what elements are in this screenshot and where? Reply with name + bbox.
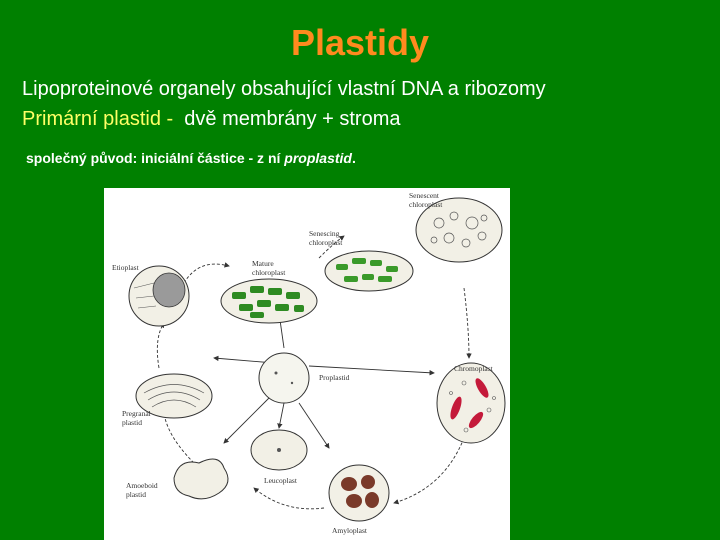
label-leucoplast: Leucoplast <box>264 476 298 485</box>
mature-chloroplast <box>220 278 318 324</box>
definition-text: Lipoproteinové organely obsahující vlast… <box>22 78 546 100</box>
label-mature-1: Mature <box>252 259 274 268</box>
label-amoeboid-2: plastid <box>126 490 146 499</box>
label-chromoplast: Chromoplast <box>454 364 494 373</box>
origin-italic: proplastid <box>284 150 352 166</box>
leucoplast <box>250 429 308 471</box>
chromoplast <box>436 362 506 444</box>
label-senescing-2: chloroplast <box>309 238 343 247</box>
pregranal-plastid <box>135 373 213 419</box>
label-senescent-2: chloroplast <box>409 200 443 209</box>
origin-suffix: . <box>351 150 356 166</box>
origin-text: společný původ: iniciální částice - z ní… <box>26 150 356 166</box>
primary-plastid-description: dvě membrány + stroma <box>184 108 401 130</box>
senescent-chloroplast <box>415 197 503 263</box>
primary-plastid-term: Primární plastid - <box>22 108 174 130</box>
label-senescing-1: Senescing <box>309 229 340 238</box>
label-amyloplast: Amyloplast <box>332 526 368 535</box>
senescing-chloroplast <box>324 250 414 292</box>
amoeboid-plastid <box>173 458 229 500</box>
amyloplast <box>328 464 390 522</box>
label-amoeboid-1: Amoeboid <box>126 481 158 490</box>
label-mature-2: chloroplast <box>252 268 286 277</box>
label-pregranal-1: Pregranal <box>122 409 151 418</box>
page-title: Plastidy <box>290 22 430 63</box>
proplastid <box>258 352 310 404</box>
cycle-arrows <box>156 215 472 510</box>
label-pregranal-2: plastid <box>122 418 142 427</box>
label-etioplast: Etioplast <box>112 263 140 272</box>
plastid-diagram: Senescent chloroplast Senescing chloropl… <box>104 188 510 540</box>
label-proplastid: Proplastid <box>319 373 350 382</box>
etioplast <box>128 265 190 327</box>
label-senescent-1: Senescent <box>409 191 440 200</box>
origin-prefix: společný původ: iniciální částice - z ní <box>26 150 281 166</box>
primary-plastid-text: Primární plastid - dvě membrány + stroma <box>22 108 400 131</box>
proplastid-arrows <box>213 312 435 449</box>
